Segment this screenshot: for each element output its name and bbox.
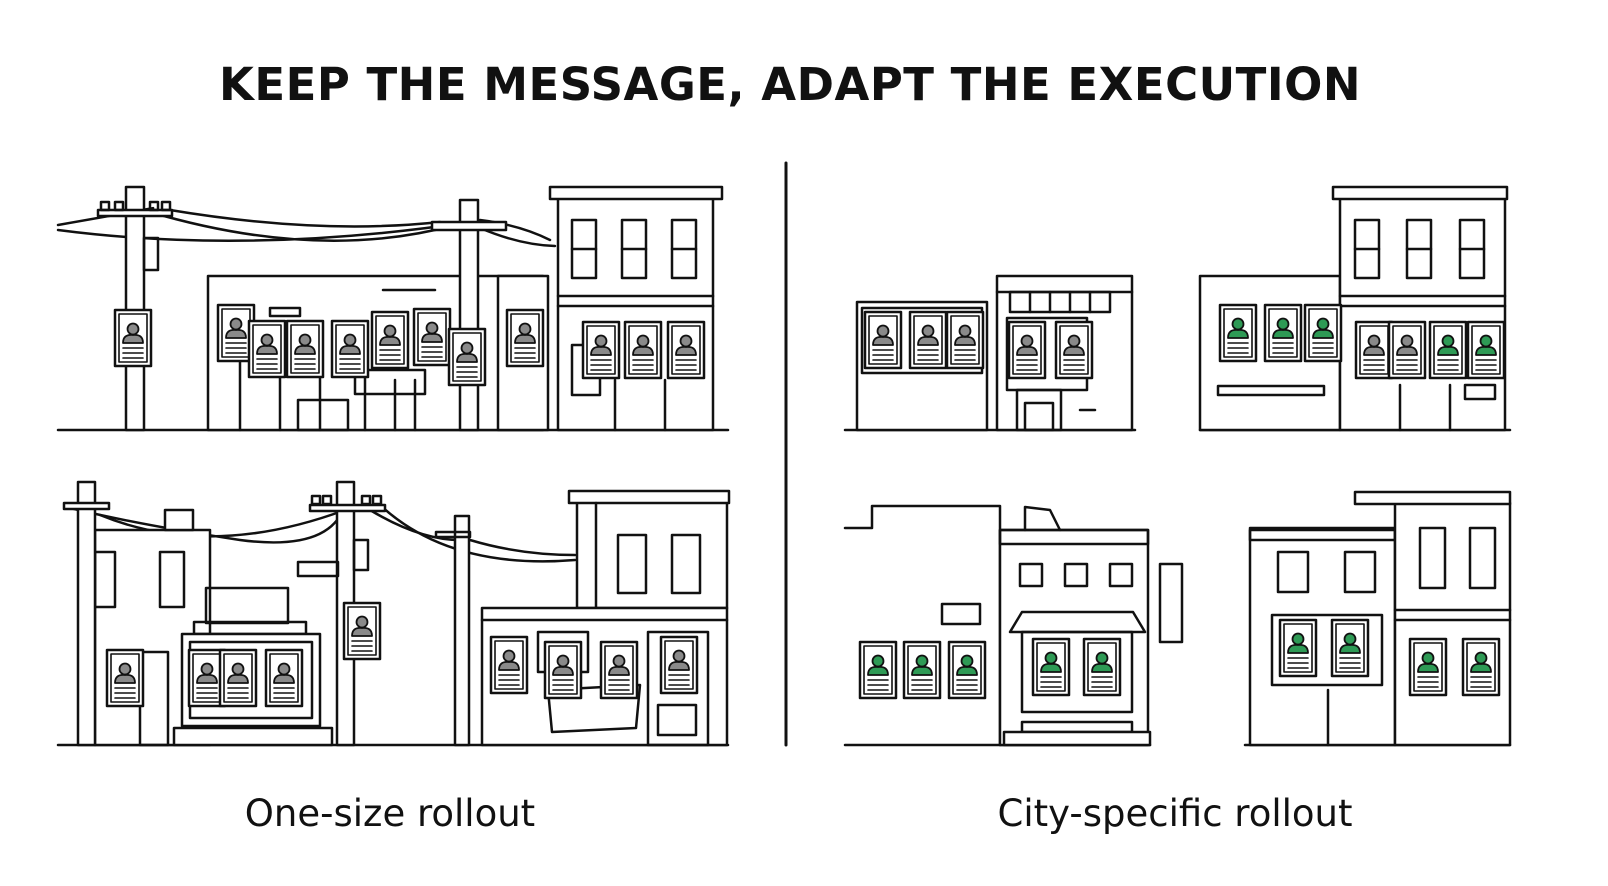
right-panel-caption: City-specific rollout <box>997 792 1353 835</box>
person-poster-icon <box>659 635 699 695</box>
person-poster-icon <box>543 640 583 700</box>
person-poster-icon <box>1354 320 1394 380</box>
person-poster-icon <box>1082 637 1122 697</box>
person-poster-icon <box>902 640 942 700</box>
right-top-street <box>843 185 1512 432</box>
left-panel-caption: One-size rollout <box>244 792 536 835</box>
person-poster-icon <box>1031 637 1071 697</box>
person-poster-icon <box>1408 637 1448 697</box>
person-poster-icon <box>285 319 325 379</box>
person-poster-icon <box>342 601 382 661</box>
person-poster-icon <box>666 320 706 380</box>
person-poster-icon <box>1387 320 1427 380</box>
person-poster-icon <box>858 640 898 700</box>
person-poster-icon <box>1263 303 1303 363</box>
person-poster-icon <box>1330 618 1370 678</box>
person-poster-icon <box>1278 618 1318 678</box>
person-poster-icon <box>1466 320 1506 380</box>
person-poster-icon <box>412 307 452 367</box>
person-poster-icon <box>1303 303 1343 363</box>
person-poster-icon <box>370 310 410 370</box>
right-bottom-street <box>843 490 1512 747</box>
person-poster-icon <box>1428 320 1468 380</box>
person-poster-icon <box>1007 320 1047 380</box>
page-title: KEEP THE MESSAGE, ADAPT THE EXECUTION <box>218 58 1362 111</box>
person-poster-icon <box>113 308 153 368</box>
person-poster-icon <box>1461 637 1501 697</box>
person-poster-icon <box>218 648 258 708</box>
person-poster-icon <box>947 640 987 700</box>
person-poster-icon <box>581 320 621 380</box>
person-poster-icon <box>599 640 639 700</box>
person-poster-icon <box>105 648 145 708</box>
person-poster-icon <box>1054 320 1094 380</box>
left-bottom-street <box>56 480 731 747</box>
person-poster-icon <box>1218 303 1258 363</box>
person-poster-icon <box>264 648 304 708</box>
person-poster-icon <box>447 327 487 387</box>
person-poster-icon <box>330 319 370 379</box>
person-poster-icon <box>623 320 663 380</box>
person-poster-icon <box>945 310 985 370</box>
person-poster-icon <box>863 310 903 370</box>
person-poster-icon <box>908 310 948 370</box>
person-poster-icon <box>505 308 545 368</box>
left-top-street <box>56 185 730 432</box>
person-poster-icon <box>247 319 287 379</box>
person-poster-icon <box>489 635 529 695</box>
